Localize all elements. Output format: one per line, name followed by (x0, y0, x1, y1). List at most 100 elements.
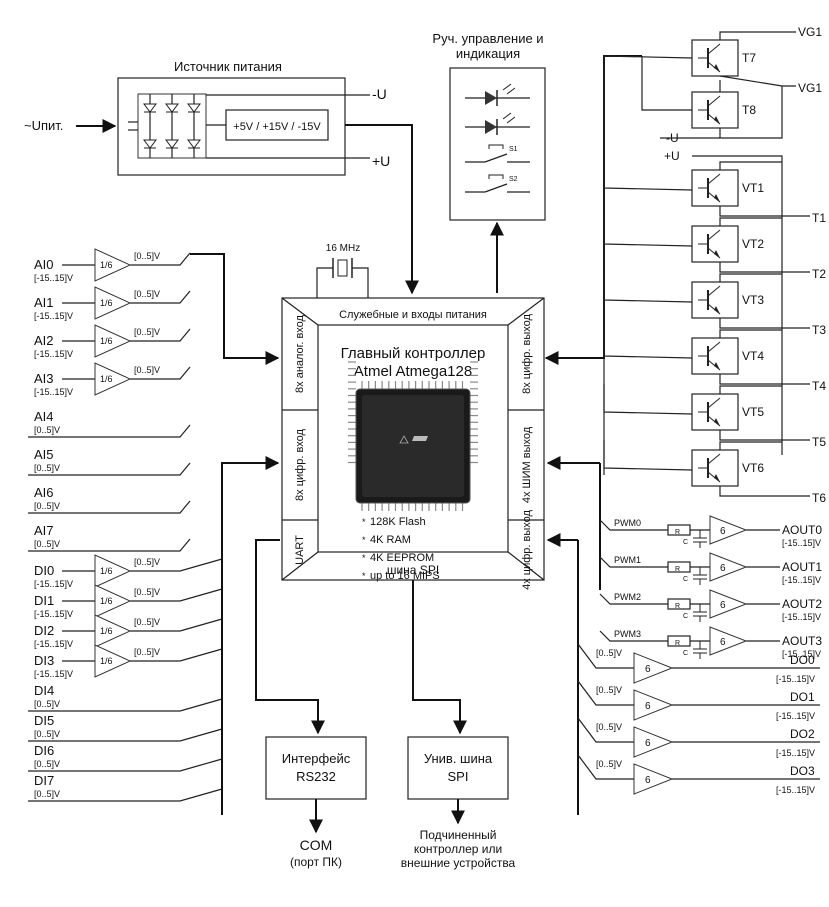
amplifier-triangle-icon (633, 652, 674, 684)
aout-label: AOUT3 (782, 634, 822, 648)
crystal-label: 16 MHz (326, 243, 360, 254)
analog_inputs-range: [0..5]V (34, 501, 60, 511)
digital_inputs-name: DI1 (34, 593, 54, 608)
analog_inputs-name: AI0 (34, 257, 54, 272)
analog_inputs-name: AI6 (34, 485, 54, 500)
amplifier-triangle-icon (709, 626, 748, 656)
amplifier-triangle-icon (633, 763, 674, 795)
buffer-triangle-icon (94, 554, 132, 588)
com-sub-label: (порт ПК) (290, 855, 342, 869)
transistor-output-label: T2 (812, 267, 826, 281)
chip-icon (348, 361, 478, 511)
analog-inputs: AI0[-15..15]V1/6[0..5]VAI1[-15..15]V1/6[… (28, 248, 191, 552)
amplifier-gain: 6 (720, 526, 726, 537)
analog_inputs-divider: 1/6 (100, 336, 113, 346)
digital_inputs-range: [-15..15]V (34, 639, 73, 649)
aout-range: [-15..15]V (782, 575, 821, 585)
do-in-range: [0..5]V (596, 759, 622, 769)
main-controller: Служебные и входы питания шина SPI Главн… (281, 297, 545, 590)
analog_inputs-name: AI2 (34, 333, 54, 348)
analog_inputs-out-range: [0..5]V (134, 327, 160, 337)
do-range: [-15..15]V (776, 711, 815, 721)
power-input-label: ~Uпит. (24, 118, 63, 133)
analog_inputs-name: AI4 (34, 409, 54, 424)
amplifier-gain: 6 (645, 738, 651, 749)
capacitor-label: C (683, 576, 688, 583)
transistor-label: T8 (742, 103, 756, 117)
pwm-label: PWM3 (614, 629, 641, 639)
analog_inputs-range: [0..5]V (34, 463, 60, 473)
capacitor-icon (693, 604, 707, 622)
spi-out-line2: контроллер или (414, 842, 502, 856)
digital-outputs: [0..5]V6DO0[-15..15]V[0..5]V6DO1[-15..15… (577, 643, 820, 795)
aout-label: AOUT1 (782, 560, 822, 574)
spec-item: 4K RAM (370, 534, 411, 546)
spec-item: 4K EEPROM (370, 552, 434, 564)
transistor-label: T7 (742, 51, 756, 65)
switch-s2-icon: S2 (465, 174, 530, 193)
spi-line1: Унив. шина (424, 751, 493, 766)
analog_inputs-divider: 1/6 (100, 374, 113, 384)
aout-range: [-15..15]V (782, 612, 821, 622)
do-range: [-15..15]V (776, 785, 815, 795)
transistor-output-label: T6 (812, 491, 826, 505)
digital_inputs-out-range: [0..5]V (134, 587, 160, 597)
do-label: DO2 (790, 727, 815, 741)
digital_inputs-range: [0..5]V (34, 729, 60, 739)
transistor-output-label: T5 (812, 435, 826, 449)
capacitor-icon (693, 567, 707, 585)
buffer-triangle-icon (94, 248, 132, 282)
capacitor-label: C (683, 539, 688, 546)
digital_inputs-name: DI6 (34, 743, 54, 758)
analog_inputs-out-range: [0..5]V (134, 251, 160, 261)
do-in-range: [0..5]V (596, 722, 622, 732)
amplifier-triangle-icon (709, 589, 748, 619)
rail-pos-label: +U (664, 149, 680, 163)
digital_inputs-name: DI0 (34, 563, 54, 578)
digital_inputs-range: [-15..15]V (34, 669, 73, 679)
transistor-label: VT5 (742, 405, 764, 419)
mcu-right-pwm-label: 4х ШИМ выход (521, 426, 533, 503)
do-range: [-15..15]V (776, 748, 815, 758)
com-label: COM (300, 837, 333, 853)
switch-s2-label: S2 (509, 176, 518, 183)
svg-text:*: * (362, 535, 366, 545)
digital_inputs-name: DI3 (34, 653, 54, 668)
analog_inputs-name: AI3 (34, 371, 54, 386)
buffer-triangle-icon (94, 614, 132, 648)
analog_inputs-name: AI1 (34, 295, 54, 310)
voltage-regulator-box (225, 109, 329, 141)
capacitor-icon (693, 641, 707, 659)
analog-bus-arrow (190, 253, 280, 365)
pwm-label: PWM2 (614, 592, 641, 602)
mcu-top-label: Служебные и входы питания (339, 309, 487, 321)
spi-bus-arrow (412, 580, 467, 735)
spi-out-line3: внешние устройства (401, 856, 516, 870)
analog_inputs-range: [-15..15]V (34, 387, 73, 397)
transistor-output-label: T3 (812, 323, 826, 337)
amplifier-gain: 6 (645, 664, 651, 675)
buffer-triangle-icon (94, 362, 132, 396)
rs232-line2: RS232 (296, 769, 336, 784)
power-to-mcu-arrow (345, 124, 419, 295)
transistor-box (691, 225, 739, 263)
amplifier-gain: 6 (645, 775, 651, 786)
diode-bridge-icon (128, 93, 207, 159)
analog_inputs-name: AI7 (34, 523, 54, 538)
amplifier-triangle-icon (709, 552, 748, 582)
pwm-label: PWM1 (614, 555, 641, 565)
vg1-label: VG1 (798, 25, 822, 39)
buffer-triangle-icon (94, 584, 132, 618)
uart-to-rs232-arrow (255, 539, 325, 735)
resistor-label: R (675, 603, 680, 610)
transistor-bus-line (546, 55, 642, 359)
buffer-triangle-icon (94, 324, 132, 358)
mcu-right-digital-out-label: 8х цифр. выход (521, 314, 533, 394)
capacitor-label: C (683, 650, 688, 657)
mcu-chip-name: Atmel Atmega128 (354, 363, 472, 380)
analog_inputs-divider: 1/6 (100, 298, 113, 308)
led-icon (465, 83, 530, 106)
analog_inputs-divider: 1/6 (100, 260, 113, 270)
